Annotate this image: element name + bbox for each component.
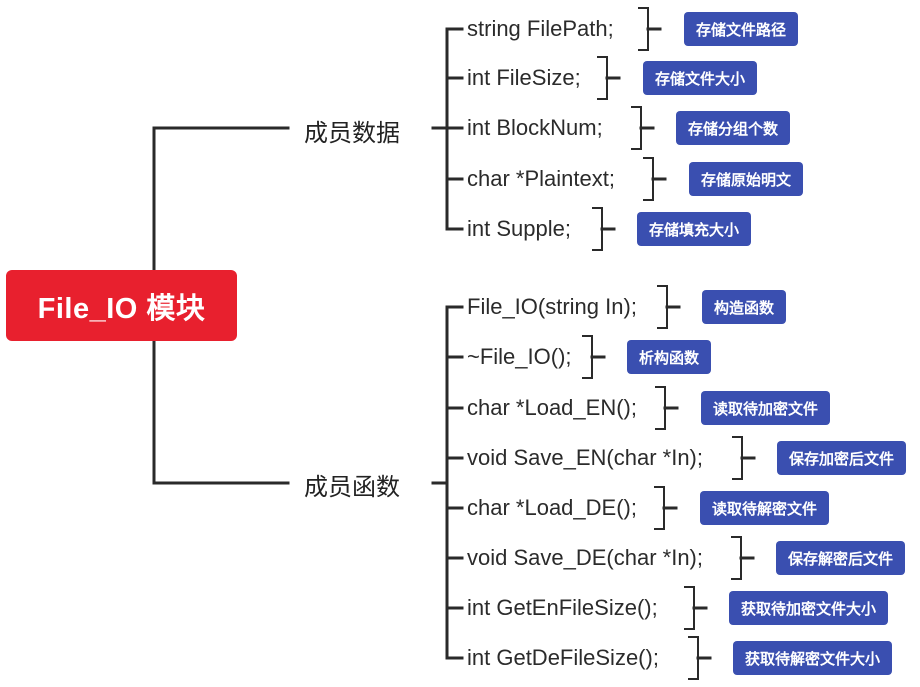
member-note-tag: 存储文件大小 [643, 61, 758, 95]
branch-member-data: 成员数据 [304, 119, 400, 147]
member-note-tag: 构造函数 [702, 290, 787, 324]
member-item: void Save_DE(char *In); [467, 545, 703, 570]
member-note-tag: 读取待加密文件 [701, 391, 831, 425]
member-item: int Supple; [467, 216, 571, 241]
member-note-tag: 存储填充大小 [637, 212, 752, 246]
member-item: int BlockNum; [467, 115, 603, 140]
member-item: char *Load_DE(); [467, 495, 637, 520]
member-item: char *Load_EN(); [467, 395, 637, 420]
member-item: int GetDeFileSize(); [467, 645, 659, 670]
member-item: ~File_IO(); [467, 344, 572, 369]
member-item: int GetEnFileSize(); [467, 595, 658, 620]
member-item: int FileSize; [467, 65, 581, 90]
branch-member-functions: 成员函数 [304, 473, 400, 501]
member-note-tag: 析构函数 [627, 340, 712, 374]
member-note-tag: 读取待解密文件 [700, 491, 830, 525]
member-item: File_IO(string In); [467, 294, 637, 319]
member-note-tag: 获取待加密文件大小 [729, 591, 889, 625]
member-note-tag: 存储文件路径 [684, 12, 799, 46]
member-note-tag: 保存解密后文件 [776, 541, 906, 575]
member-item: void Save_EN(char *In); [467, 445, 703, 470]
member-item: string FilePath; [467, 16, 614, 41]
member-note-tag: 存储原始明文 [689, 162, 804, 196]
root-node: File_IO 模块 [6, 270, 237, 341]
member-item: char *Plaintext; [467, 166, 615, 191]
member-note-tag: 保存加密后文件 [777, 441, 907, 475]
member-note-tag: 存储分组个数 [676, 111, 791, 145]
member-note-tag: 获取待解密文件大小 [733, 641, 893, 675]
